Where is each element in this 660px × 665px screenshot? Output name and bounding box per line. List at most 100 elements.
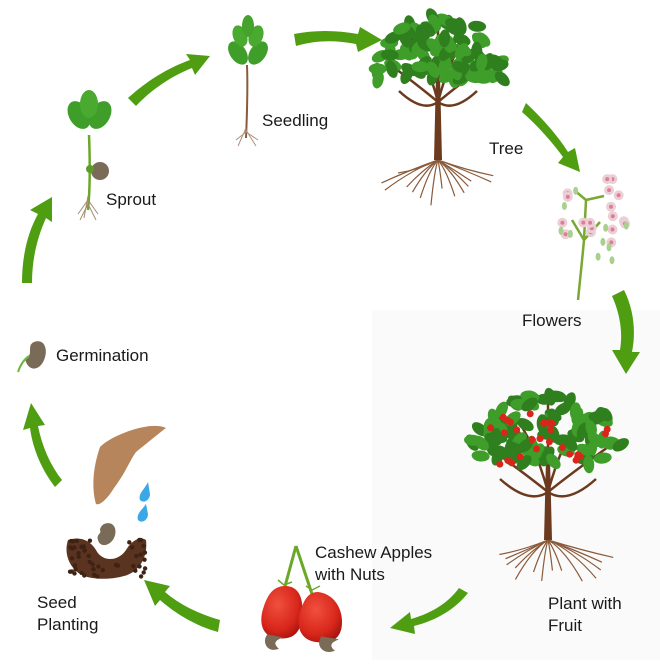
flower-center [560, 220, 565, 225]
fruit [547, 426, 555, 434]
flower-center [610, 214, 615, 219]
soil-particle [142, 557, 147, 562]
leaf [517, 418, 534, 432]
root [437, 159, 492, 183]
root [532, 539, 549, 573]
fruit [566, 450, 574, 458]
soil-particle [115, 563, 121, 568]
branch [547, 445, 610, 493]
soil-particle [76, 551, 81, 556]
leaf [393, 22, 411, 35]
soil-particle [67, 569, 73, 574]
arrow-planting-to-germination [23, 403, 62, 487]
soil-particle [131, 563, 136, 569]
flower-bud [603, 223, 609, 232]
soil-particle [72, 563, 78, 568]
soil-particle [72, 571, 77, 576]
soil-particle [138, 574, 144, 579]
soil-particle [69, 556, 75, 561]
leaf [438, 60, 450, 79]
fruit [506, 418, 514, 426]
trunk [544, 459, 552, 540]
leaf [465, 71, 483, 84]
stage-label-plant-with-fruit: Plant with Fruit [548, 594, 622, 635]
flower-stem [570, 189, 605, 301]
leaf [494, 71, 510, 87]
fruit [500, 429, 508, 437]
arrow-fruit-to-cashew [390, 588, 468, 634]
flower-center [607, 188, 612, 193]
leaf [553, 434, 572, 446]
soil-particle [137, 564, 142, 569]
root [547, 539, 597, 579]
branch [437, 90, 478, 107]
leaf [612, 438, 629, 452]
soil-particle [82, 548, 87, 553]
leaf [585, 419, 597, 438]
root [437, 159, 456, 197]
flower-center [588, 220, 593, 225]
water-drop-icon [139, 482, 150, 502]
flower-bud [567, 229, 573, 238]
soil-particle [90, 562, 95, 567]
soil-particle [142, 566, 148, 571]
root [437, 159, 465, 194]
flower-center [609, 240, 614, 245]
leaf [385, 60, 398, 78]
stage-label-cashew-apples: Cashew Apples with Nuts [315, 543, 433, 584]
fruit [487, 424, 494, 432]
leaf [468, 20, 487, 32]
flower-center [616, 193, 621, 198]
water-drop-icon [137, 504, 148, 522]
fruit [559, 444, 566, 451]
fruit [513, 426, 521, 434]
sprout-plant-icon [67, 90, 112, 221]
soil-particle [100, 567, 106, 573]
soil-particle [142, 550, 148, 555]
fruit [603, 425, 611, 433]
branch [398, 90, 439, 107]
arrow-tree-to-flowers [522, 103, 580, 172]
soil-particle [133, 568, 138, 573]
soil-particle [74, 538, 80, 543]
leaf [454, 43, 469, 60]
leaf [471, 450, 490, 462]
leaf [451, 60, 470, 74]
soil-particle [141, 543, 146, 549]
leaf [593, 452, 612, 464]
cashew-apples-icon [261, 545, 342, 652]
root [547, 539, 554, 571]
seedling-plant-icon [228, 15, 268, 147]
fruit [499, 413, 507, 421]
flower-bud [595, 252, 601, 261]
leaf [439, 29, 451, 48]
leaf [426, 61, 440, 78]
stage-label-flowers: Flowers [522, 311, 582, 330]
fruit [528, 436, 536, 444]
stage-label-seedling: Seedling [262, 111, 329, 130]
root [397, 159, 439, 174]
fruit [516, 453, 524, 461]
branch [499, 478, 549, 498]
tree-icon [368, 8, 510, 206]
leaf [380, 49, 399, 61]
flower-bud [623, 221, 629, 230]
leaf [476, 53, 488, 72]
soil-particle [68, 538, 74, 544]
fruit [574, 451, 582, 459]
flower-bud [561, 202, 567, 210]
soil-particle [70, 546, 75, 551]
flower-center [605, 177, 610, 182]
leaf [517, 438, 534, 453]
arrow-flowers-to-fruit [612, 290, 640, 374]
flower-bud [600, 237, 606, 246]
arrow-germination-to-sprout [22, 197, 52, 283]
fruit [496, 460, 504, 468]
soil-particle [138, 552, 143, 557]
leaf [453, 33, 471, 46]
leaf [454, 17, 467, 35]
soil-particle [134, 553, 139, 559]
flower-center [609, 204, 613, 209]
